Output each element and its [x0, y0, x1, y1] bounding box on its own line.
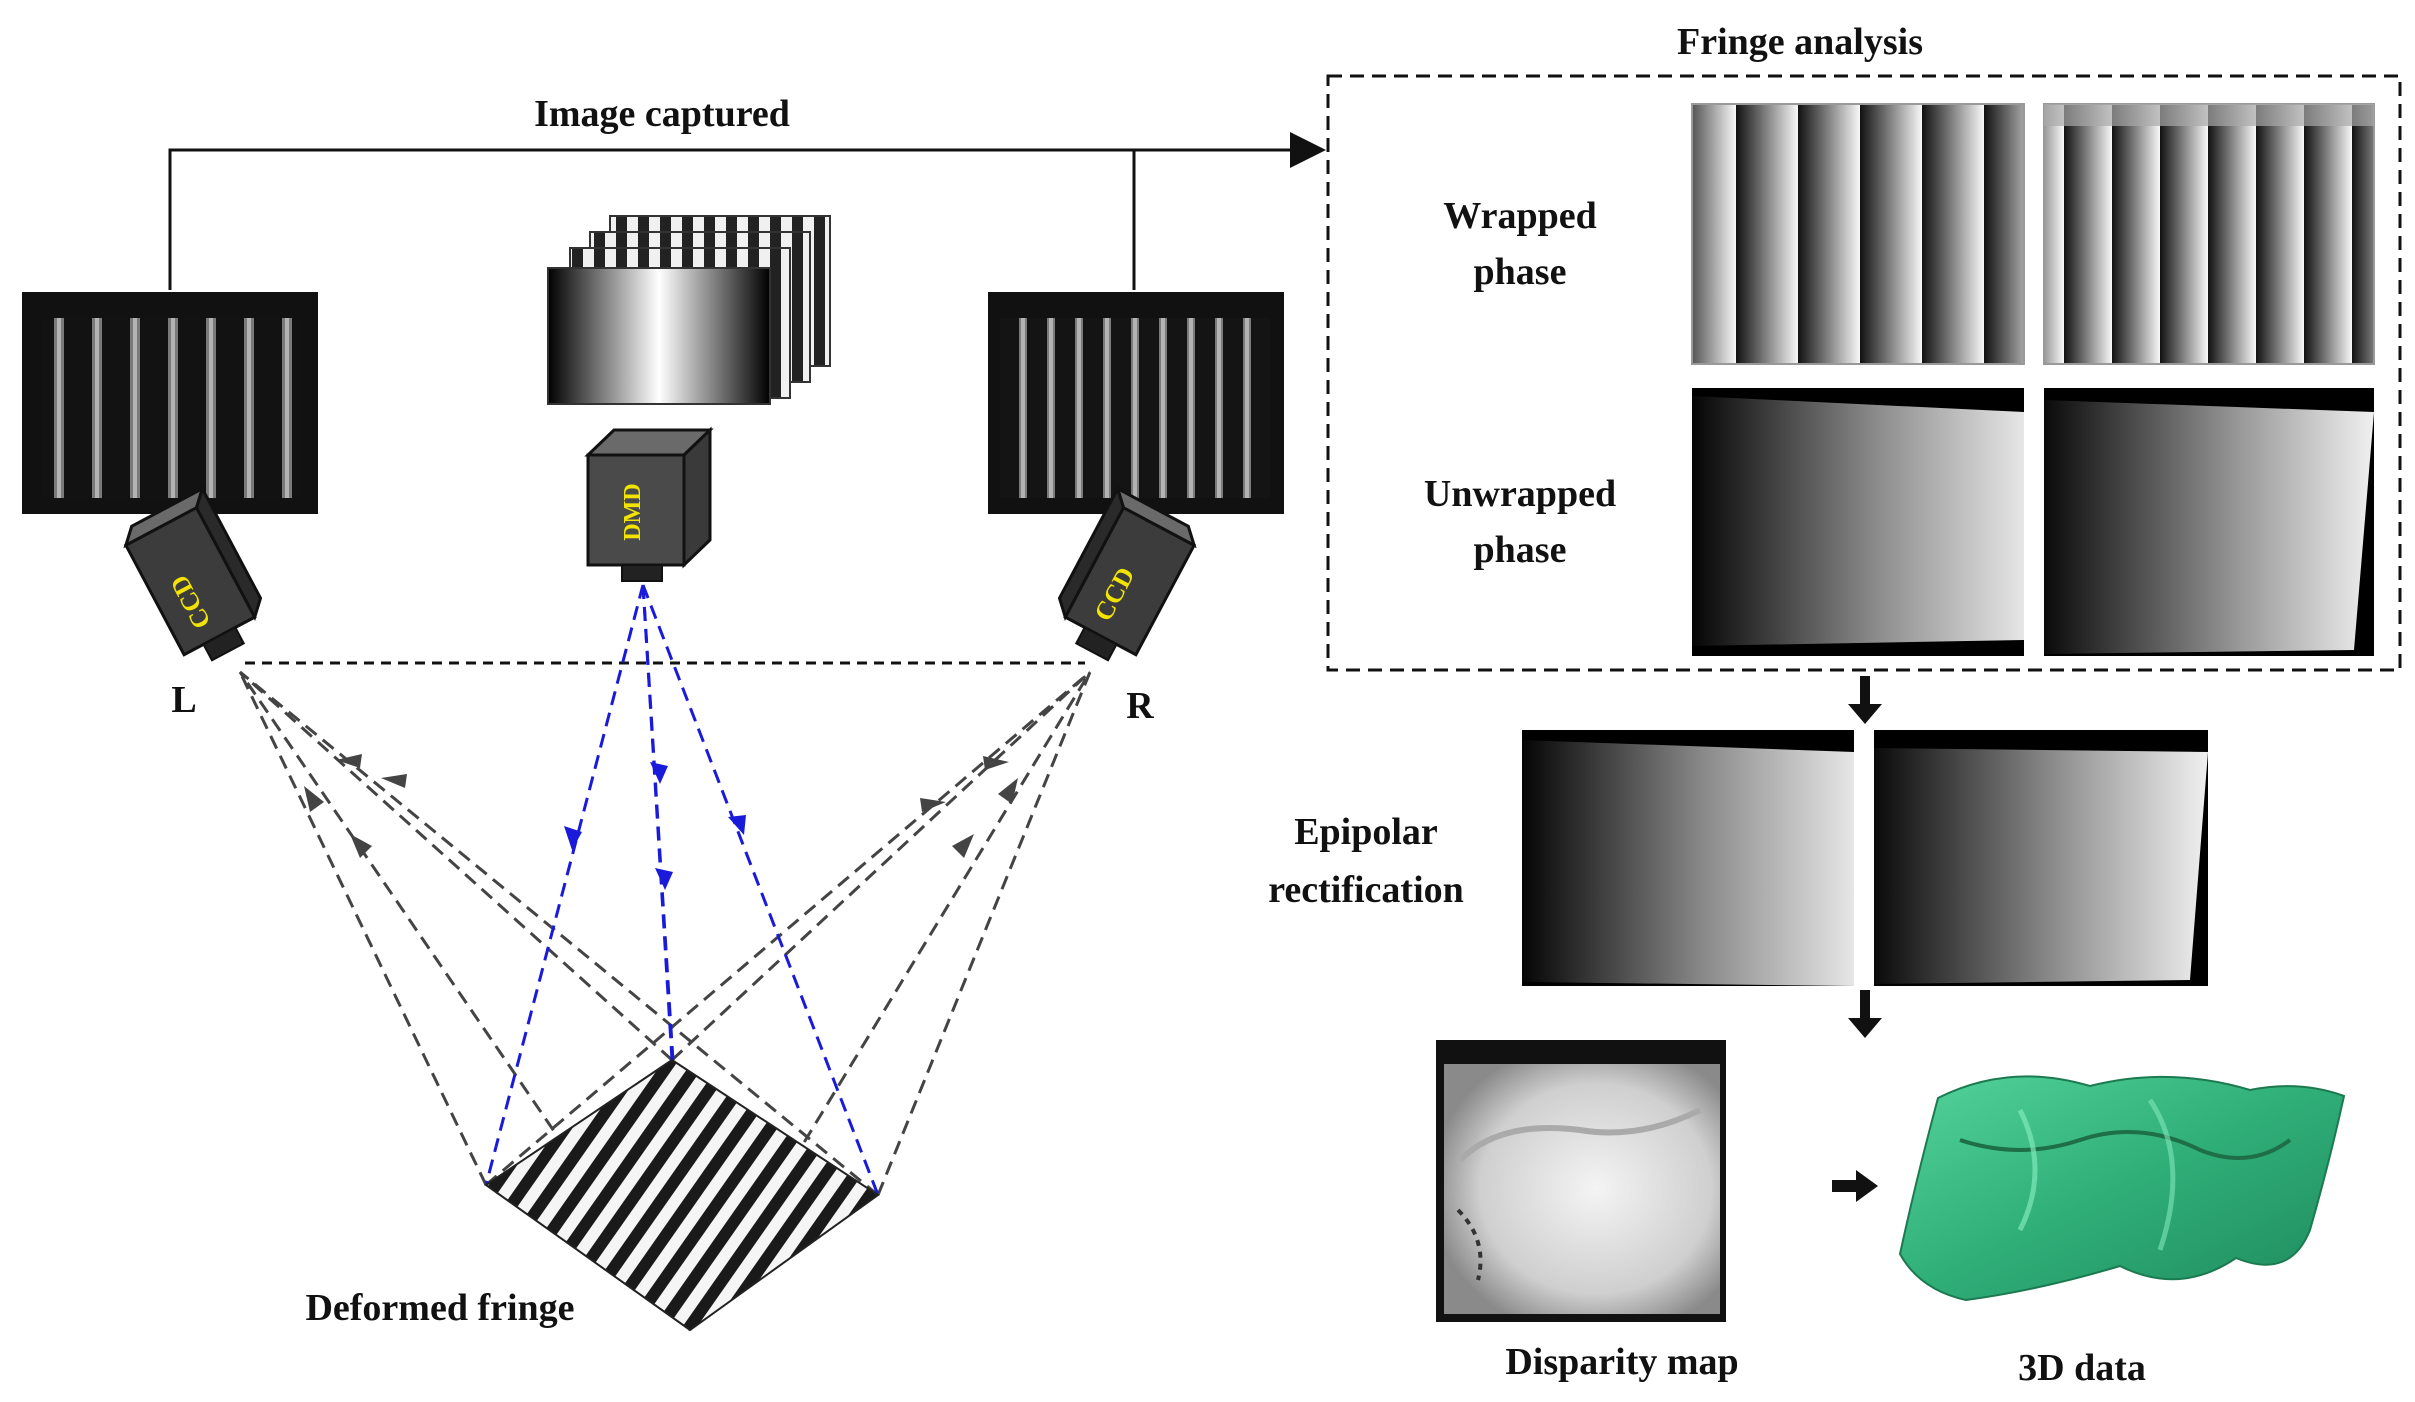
epipolar-left-image	[1522, 730, 1854, 986]
right-marker: R	[1126, 685, 1154, 727]
3d-data-model	[1898, 1075, 2346, 1302]
projected-pattern-stack	[547, 215, 831, 405]
epipolar-label-line2: rectification	[1268, 869, 1464, 911]
flow-arrow-down-2	[1848, 990, 1882, 1038]
deformed-fringe-object	[484, 1058, 880, 1332]
left-marker: L	[171, 679, 196, 721]
epipolar-label-line1: Epipolar	[1294, 811, 1438, 853]
left-ccd-camera	[123, 484, 263, 662]
image-captured-connector	[168, 132, 1326, 290]
wrapped-phase-label-line2: phase	[1474, 251, 1567, 293]
unwrapped-phase-label-line2: phase	[1474, 529, 1567, 571]
dmd-label: DMD	[620, 483, 646, 540]
wrapped-phase-label-line1: Wrapped	[1443, 195, 1596, 237]
disparity-map-label: Disparity map	[1505, 1341, 1738, 1383]
fringe-analysis-title: Fringe analysis	[1677, 21, 1923, 63]
reflection-arrowheads	[304, 754, 1018, 858]
right-captured-image	[988, 292, 1284, 514]
dmd-projector	[584, 426, 714, 582]
disparity-map-image	[1436, 1040, 1726, 1322]
unwrapped-phase-label-line1: Unwrapped	[1424, 473, 1616, 515]
flow-arrow-down-1	[1848, 676, 1882, 724]
epipolar-right-image	[1874, 730, 2208, 986]
projection-arrowheads	[564, 762, 746, 890]
unwrapped-phase-right-image	[2044, 388, 2374, 656]
deformed-fringe-label: Deformed fringe	[305, 1287, 574, 1329]
left-captured-image	[22, 292, 318, 514]
3d-data-label: 3D data	[2018, 1347, 2146, 1389]
fringe-analysis-box	[1326, 74, 2402, 672]
wrapped-phase-left-image	[1691, 103, 2025, 365]
right-ccd-camera	[1057, 484, 1197, 662]
image-captured-label: Image captured	[534, 93, 790, 135]
flow-arrow-right	[1832, 1170, 1878, 1202]
unwrapped-phase-left-image	[1692, 388, 2024, 656]
wrapped-phase-right-image	[2043, 103, 2375, 365]
